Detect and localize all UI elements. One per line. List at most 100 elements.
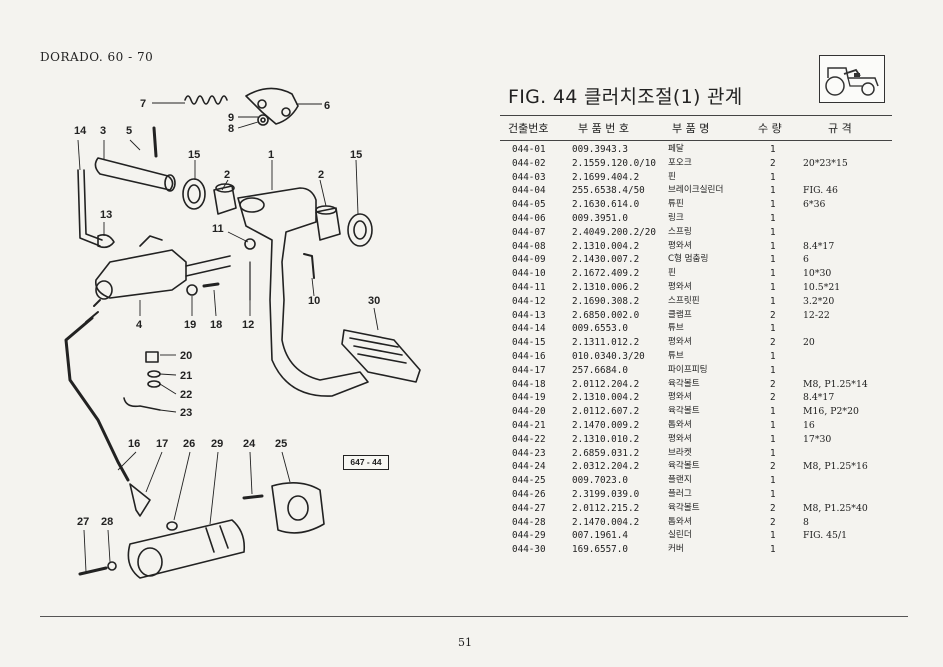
row-index: 044-10 [512,268,546,280]
row-index: 044-03 [512,171,546,183]
row-index: 044-01 [512,144,546,155]
row-part-name: 튜브 [668,323,684,334]
row-part-name: 육각볼트 [668,406,700,417]
callout-17: 17 [156,438,168,450]
drawing-number: 647 - 44 [343,455,389,470]
callout-10: 10 [308,295,320,307]
callout-18: 18 [210,319,222,331]
row-spec: 6*36 [803,199,826,211]
row-part-number: 2.1310.010.2 [572,433,640,445]
callout-7: 7 [140,98,146,110]
row-part-name: 톱와셔 [668,419,692,430]
callout-27: 27 [77,516,89,528]
row-part-number: 2.1470.009.2 [572,419,640,431]
row-part-number: 2.1559.120.0/10 [572,157,656,169]
row-part-number: 2.0112.607.2 [572,406,640,418]
row-quantity: 1 [770,144,776,155]
row-quantity: 1 [770,254,776,266]
row-part-name: C형 멈춤링 [668,254,709,265]
row-part-name: 플랜지 [668,475,692,486]
row-spec: 12-22 [803,309,830,321]
callout-23: 23 [180,407,192,419]
callout-15a: 15 [188,149,200,161]
row-part-name: 육각볼트 [668,378,700,389]
row-quantity: 1 [770,530,776,542]
flange-part [271,482,325,534]
pedal-pad [341,329,421,383]
row-part-number: 2.6850.002.0 [572,309,640,321]
row-part-number: 2.4049.200.2/20 [572,226,656,238]
row-index: 044-30 [512,544,546,556]
row-part-number: 2.1690.308.2 [572,295,640,307]
row-part-number: 2.1311.012.2 [572,337,640,349]
spring-part [184,95,228,105]
table-header: 건출번호 부 품 번 호 부 품 명 수 량 규 격 [500,115,892,141]
row-quantity: 1 [770,171,776,183]
row-part-number: 2.6859.031.2 [572,447,640,459]
callout-5: 5 [126,125,132,137]
model-name: DORADO. 60 - 70 [40,50,154,64]
row-index: 044-20 [512,406,546,418]
row-index: 044-19 [512,392,546,404]
header-quantity: 수 량 [758,122,782,135]
row-spec: M8, P1.25*40 [803,502,868,514]
row-part-name: 평와셔 [668,281,692,292]
header-part-number: 부 품 번 호 [578,122,629,135]
row-part-number: 2.1672.409.2 [572,268,640,280]
row-part-name: 평와셔 [668,392,692,403]
row-spec: 8.4*17 [803,392,835,404]
row-spec: 10.5*21 [803,281,841,293]
row-index: 044-04 [512,185,546,197]
row-index: 044-14 [512,323,546,335]
row-part-number: 009.6553.0 [572,323,628,335]
row-spec: M16, P2*20 [803,406,859,418]
callout-9: 9 [228,112,234,124]
callout-2a: 2 [224,169,230,181]
row-quantity: 2 [770,337,776,349]
row-part-number: 2.1699.404.2 [572,171,640,183]
row-part-number: 2.1310.006.2 [572,281,640,293]
tube-part [94,157,174,191]
row-part-name: 핀 [668,171,676,182]
callout-29: 29 [211,438,223,450]
header-spec: 규 격 [828,122,852,135]
row-index: 044-13 [512,309,546,321]
row-index: 044-28 [512,516,546,528]
row-part-number: 2.3199.039.0 [572,488,640,500]
row-part-number: 2.0312.204.2 [572,461,640,473]
row-part-name: 스프릿핀 [668,295,700,306]
table-row: 044-03 2.1699.404.2 핀 1 [500,171,900,185]
callout-15b: 15 [350,149,362,161]
row-quantity: 1 [770,447,776,459]
callout-6: 6 [324,100,330,112]
row-part-name: 브레이크실린더 [668,185,724,196]
row-part-name: 톱와셔 [668,516,692,527]
row-quantity: 1 [770,268,776,280]
row-quantity: 1 [770,406,776,418]
callout-2b: 2 [318,169,324,181]
table-row: 044-20 2.0112.607.2 육각볼트 1 M16, P2*20 [500,405,900,419]
footer-rule [40,616,908,617]
row-spec: 8.4*17 [803,240,835,252]
row-part-name: 튜브 [668,350,684,361]
callout-20: 20 [180,350,192,362]
row-part-number: 2.1470.004.2 [572,516,640,528]
